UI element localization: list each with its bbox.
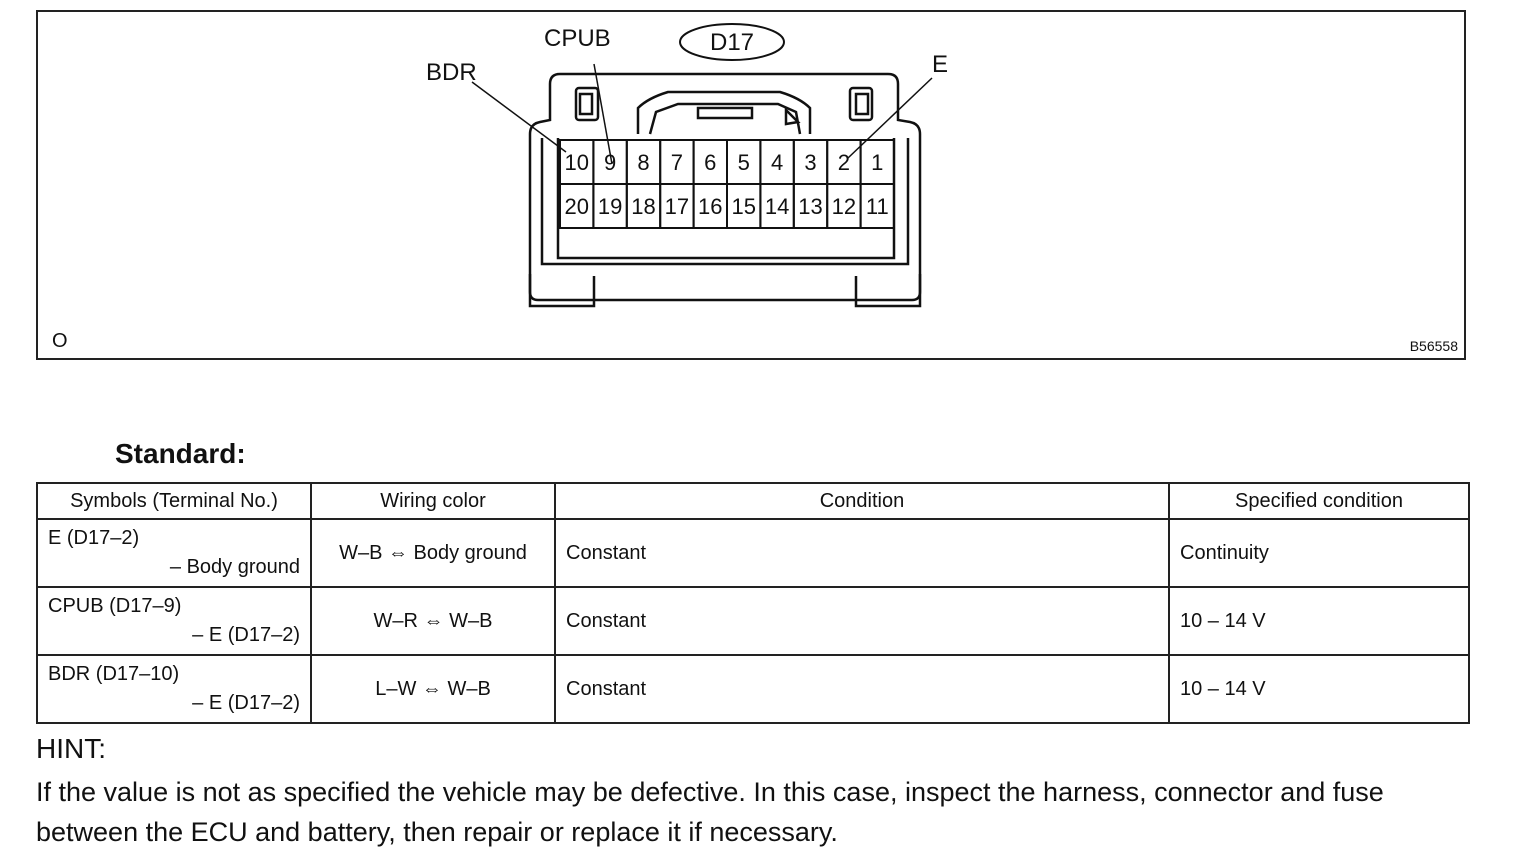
pin-number: 11: [866, 194, 889, 219]
callout-e: E: [932, 51, 948, 78]
pin-number: 9: [604, 150, 616, 175]
cell-symbols: BDR (D17–10) – E (D17–2): [36, 654, 312, 724]
callout-lines: [471, 63, 933, 165]
pin-number: 2: [838, 150, 850, 175]
pin-number: 15: [731, 194, 755, 219]
pin-cell: [859, 183, 895, 229]
cell-condition: Constant: [554, 586, 1170, 656]
pin-grid: [559, 139, 895, 229]
pin-number: 13: [798, 194, 822, 219]
cell-symbols: CPUB (D17–9) – E (D17–2): [36, 586, 312, 656]
cell-specified-condition: 10 – 14 V: [1168, 586, 1470, 656]
hint-title: HINT:: [36, 733, 106, 764]
pin-number: 14: [765, 194, 789, 219]
spec-table: Symbols (Terminal No.) Wiring color Cond…: [36, 482, 1470, 724]
symbol-reference: – Body ground: [169, 556, 300, 578]
table-header-row: Symbols (Terminal No.) Wiring color Cond…: [36, 482, 1470, 520]
header-symbols: Symbols (Terminal No.): [36, 482, 312, 520]
pin-number: 19: [598, 194, 622, 219]
figure-code: B56558: [1409, 338, 1458, 354]
pin-number: 10: [564, 150, 588, 175]
pin-number: 12: [832, 194, 856, 219]
cell-wiring-color: L–W ⇔ W–B: [310, 654, 556, 724]
table-row: E (D17–2) – Body ground W–B ⇔ Body groun…: [36, 518, 1470, 588]
symbol-terminal: E (D17–2): [48, 527, 140, 549]
callout-bdr: BDR: [426, 59, 477, 86]
cell-condition: Constant: [554, 518, 1170, 588]
pin-number: 16: [698, 194, 722, 219]
symbol-terminal: BDR (D17–10): [48, 663, 180, 685]
header-specified-condition: Specified condition: [1168, 482, 1470, 520]
pin-number: 7: [671, 150, 683, 175]
table-row: BDR (D17–10) – E (D17–2) L–W ⇔ W–B Const…: [36, 654, 1470, 724]
cell-specified-condition: Continuity: [1168, 518, 1470, 588]
symbol-reference: – E (D17–2): [192, 624, 300, 646]
header-condition: Condition: [554, 482, 1170, 520]
pin-number: 17: [665, 194, 689, 219]
connector-label: D17: [710, 29, 754, 56]
corner-mark: O: [52, 330, 68, 352]
cell-wiring-color: W–R ⇔ W–B: [310, 586, 556, 656]
header-wiring-color: Wiring color: [310, 482, 556, 520]
pin-number: 8: [637, 150, 649, 175]
pin-number: 20: [564, 194, 588, 219]
connector-label-ellipse: [679, 23, 785, 61]
cell-wiring-color: W–B ⇔ Body ground: [310, 518, 556, 588]
pin-number: 3: [804, 150, 816, 175]
pin-number: 18: [631, 194, 655, 219]
standard-heading: Standard:: [115, 438, 246, 469]
pin-number: 1: [871, 150, 883, 175]
symbol-terminal: CPUB (D17–9): [48, 595, 182, 617]
cell-symbols: E (D17–2) – Body ground: [36, 518, 312, 588]
pin-number: 5: [738, 150, 750, 175]
symbol-reference: – E (D17–2): [192, 692, 300, 714]
cell-specified-condition: 10 – 14 V: [1168, 654, 1470, 724]
connector-body: [528, 72, 922, 308]
callout-cpub: CPUB: [544, 25, 611, 52]
table-row: CPUB (D17–9) – E (D17–2) W–R ⇔ W–B Const…: [36, 586, 1470, 656]
cell-condition: Constant: [554, 654, 1170, 724]
pin-number: 4: [771, 150, 783, 175]
pin-number: 6: [704, 150, 716, 175]
hint-body: If the value is not as specified the veh…: [36, 777, 1384, 847]
